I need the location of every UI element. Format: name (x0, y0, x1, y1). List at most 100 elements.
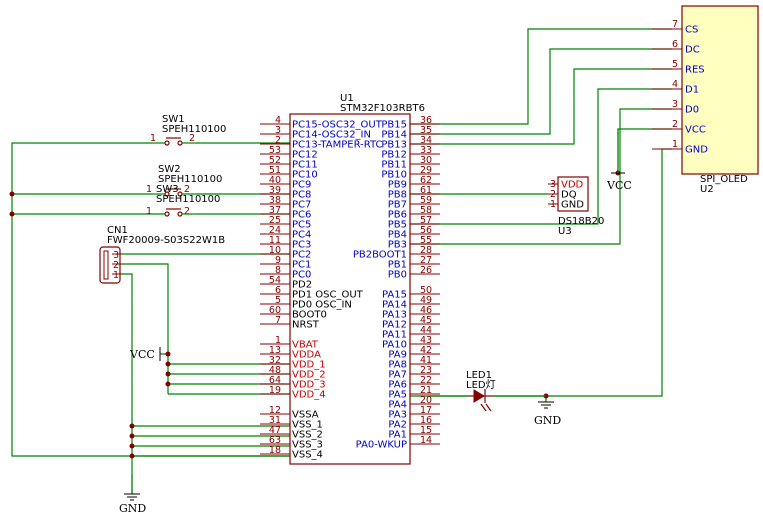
u3-pin-name: DQ (561, 190, 577, 201)
vcc-main-label: VCC (129, 348, 155, 361)
u1-pin-number: 5 (275, 295, 281, 306)
sw2-pin2: 2 (184, 184, 190, 195)
junction (129, 453, 135, 459)
u1-pin-name: PB8 (388, 190, 407, 201)
sw1-ref: SW1 (162, 114, 185, 125)
u1-pin-name: VBAT (292, 340, 319, 351)
sw2-switch[interactable]: SW2 SPEH110100 1 2 (146, 164, 222, 197)
cn1-connector[interactable]: CN1 FWF20009-S03S22W1B 3 2 1 (99, 225, 225, 284)
gnd-main-symbol: GND (119, 474, 146, 515)
u1-pin-name: PB5 (388, 220, 407, 231)
u1-pin-name: PB11 (381, 160, 407, 171)
gnd-led-label: GND (534, 414, 561, 427)
u1-pin-number: 29 (420, 165, 432, 176)
u1-pin-name: VSS_4 (292, 450, 323, 461)
u3-pin-name: VDD (561, 180, 584, 191)
u1-pin-number: 64 (269, 375, 281, 386)
junction (129, 433, 135, 439)
u2-pin-number: 4 (672, 79, 678, 90)
u1-pin-name: PC8 (292, 190, 311, 201)
cn1-value: FWF20009-S03S22W1B (107, 235, 225, 246)
u1-pin-number: 3 (275, 125, 281, 136)
u3-pin-number: 2 (550, 189, 556, 200)
u1-pin-number: 36 (420, 115, 432, 126)
u1-pin-number: 56 (420, 225, 432, 236)
u3-pin-number: 1 (550, 199, 556, 210)
u2-pin-number: 7 (672, 19, 678, 30)
u1-pin-name: VSSA (292, 410, 319, 421)
sw3-pin1: 1 (146, 206, 152, 217)
wire-cn1-2 (120, 263, 169, 394)
u1-pin-name: PC9 (292, 180, 311, 191)
u1-pin-number: 39 (269, 185, 281, 196)
u1-pin-name: PB4 (388, 230, 407, 241)
led1[interactable]: LED1 LED灯 (466, 370, 546, 412)
u1-pin-number: 42 (420, 345, 432, 356)
u3-pin-number: 3 (550, 179, 556, 190)
wire-cn1-1 (120, 273, 133, 494)
u1-pin-number: 27 (420, 255, 432, 266)
u1-pin-name: PA1 (388, 430, 407, 441)
u1-pin-name: PC15-OSC32_OUT (292, 120, 383, 131)
u1-pin-name: PD1 OSC_OUT (292, 290, 364, 301)
u1-pin-number: 44 (420, 325, 432, 336)
u1-pin-number: 33 (420, 145, 432, 156)
u1-pin-number: 58 (420, 205, 432, 216)
u1-pin-name: PA8 (388, 360, 407, 371)
u1-pin-number: 48 (269, 365, 281, 376)
u1-pin-number: 55 (420, 235, 432, 246)
u2-pin-name: GND (685, 145, 708, 156)
sw3-switch[interactable]: SW3 SPEH110100 1 2 (146, 184, 220, 217)
u2-ref: U2 (700, 184, 714, 195)
u1-pin-number: 20 (420, 395, 432, 406)
sw1-pin1: 1 (150, 133, 156, 144)
u1-pin-number: 23 (420, 365, 432, 376)
sw1-value: SPEH110100 (162, 124, 226, 135)
u1-pin-number: 54 (269, 275, 281, 286)
u1-pin-number: 13 (269, 345, 281, 356)
u1-pin-number: 18 (269, 445, 281, 456)
u1-pin-number: 41 (420, 355, 432, 366)
sw1-switch[interactable]: SW1 SPEH110100 1 2 (150, 114, 226, 146)
u1-pin-name: VDD_1 (292, 360, 326, 371)
u1-pin-number: 26 (420, 265, 432, 276)
u1-pin-name: PA13 (382, 310, 407, 321)
u2-pin-name: D1 (685, 85, 699, 96)
u1-pin-name: PC5 (292, 220, 311, 231)
u1-pin-name: PC14-OSC32_IN (292, 130, 371, 141)
u2-pin-name: CS (685, 25, 698, 36)
u1-pin-name: PA2 (388, 420, 407, 431)
u1-pin-name: VDD_2 (292, 370, 326, 381)
led1-ref: LED1 (466, 370, 492, 381)
wire-cs (410, 28, 672, 125)
u1-pin-name: PA9 (388, 350, 407, 361)
u1-pin-number: 61 (420, 185, 432, 196)
led1-diode-triangle (473, 389, 485, 403)
led1-arrow (485, 403, 492, 412)
u1-pin-number: 10 (269, 245, 281, 256)
u2-value: SPI_OLED (700, 174, 748, 185)
u2-pin-name: RES (685, 65, 705, 76)
u1-pin-name: PA4 (388, 400, 407, 411)
cn1-body (99, 246, 121, 284)
u1-pin-name: PA10 (382, 340, 407, 351)
cn1-pin-2: 2 (113, 260, 119, 271)
u1-pin-number: 31 (269, 415, 281, 426)
u3-ref: U3 (558, 226, 572, 237)
u1-pin-number: 47 (269, 425, 281, 436)
u1-pin-number: 16 (420, 415, 432, 426)
junction (129, 443, 135, 449)
u1-pin-name: VSS_3 (292, 440, 323, 451)
u2-pin-number: 3 (672, 99, 678, 110)
junction (165, 351, 171, 357)
u1-pin-name: PD0 OSC_IN (292, 300, 352, 311)
u1-pin-name: PA3 (388, 410, 407, 421)
u1-pin-name: PB7 (388, 200, 407, 211)
